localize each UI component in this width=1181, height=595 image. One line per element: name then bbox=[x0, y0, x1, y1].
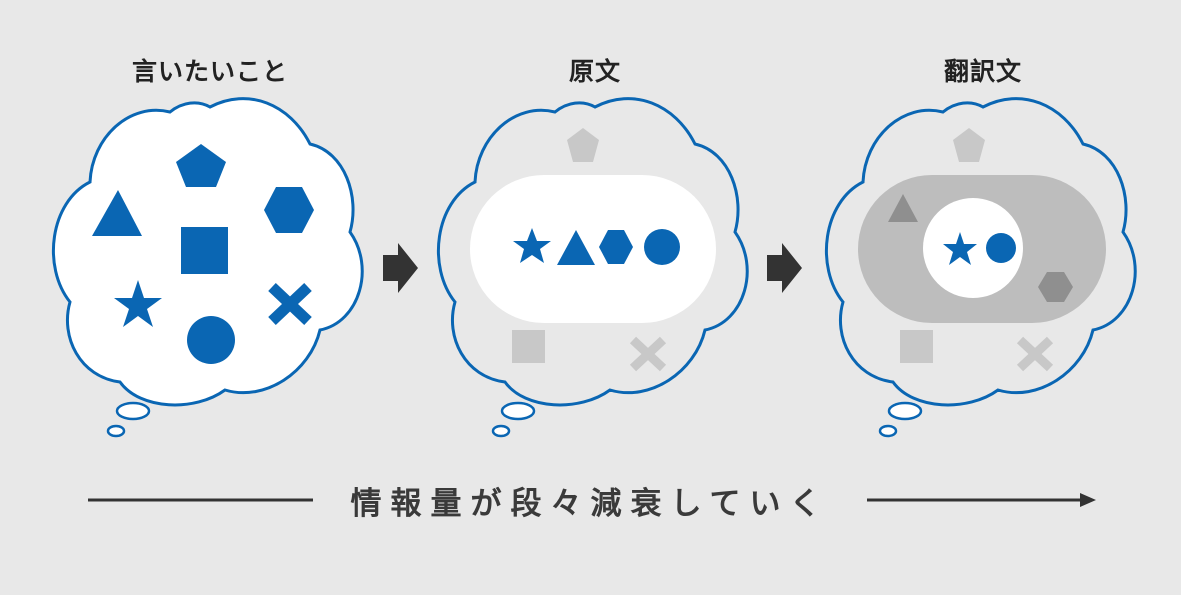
arrowhead-icon bbox=[1080, 493, 1096, 507]
conveyed-area bbox=[470, 175, 716, 323]
circle-icon bbox=[986, 233, 1016, 263]
square-icon bbox=[512, 330, 545, 363]
pentagon-icon bbox=[567, 128, 599, 162]
arrow-right-icon bbox=[767, 243, 802, 293]
cross-icon bbox=[629, 336, 667, 372]
cross-icon bbox=[268, 283, 312, 325]
panel-title-source: 原文 bbox=[568, 57, 621, 86]
thought-bubble-small bbox=[878, 424, 898, 438]
hexagon-icon bbox=[264, 187, 314, 233]
thought-bubble-small bbox=[106, 424, 126, 438]
triangle-icon bbox=[557, 230, 595, 265]
pentagon-icon bbox=[176, 144, 226, 187]
pentagon-icon bbox=[953, 128, 985, 162]
thought-bubble-large bbox=[887, 401, 923, 421]
thought-bubble-large bbox=[115, 401, 151, 421]
thought-bubble-large bbox=[500, 401, 536, 421]
square-icon bbox=[181, 227, 228, 274]
fully-conveyed-area bbox=[923, 198, 1023, 298]
triangle-icon bbox=[888, 194, 918, 222]
thought-bubble-small bbox=[491, 424, 511, 438]
circle-icon bbox=[187, 316, 235, 364]
cross-icon bbox=[1016, 336, 1054, 372]
star-icon bbox=[114, 280, 162, 327]
hexagon-icon bbox=[1038, 272, 1073, 302]
square-icon bbox=[900, 330, 933, 363]
circle-icon bbox=[644, 229, 680, 265]
panel-title-intent: 言いたいこと bbox=[131, 57, 288, 86]
star-icon bbox=[513, 228, 551, 263]
star-icon bbox=[943, 232, 977, 265]
panel-title-translation: 翻訳文 bbox=[943, 57, 1022, 86]
hexagon-icon bbox=[599, 230, 633, 264]
arrow-right-icon bbox=[383, 243, 418, 293]
caption: 情報量が段々減衰していく bbox=[350, 486, 830, 522]
triangle-icon bbox=[92, 190, 142, 236]
